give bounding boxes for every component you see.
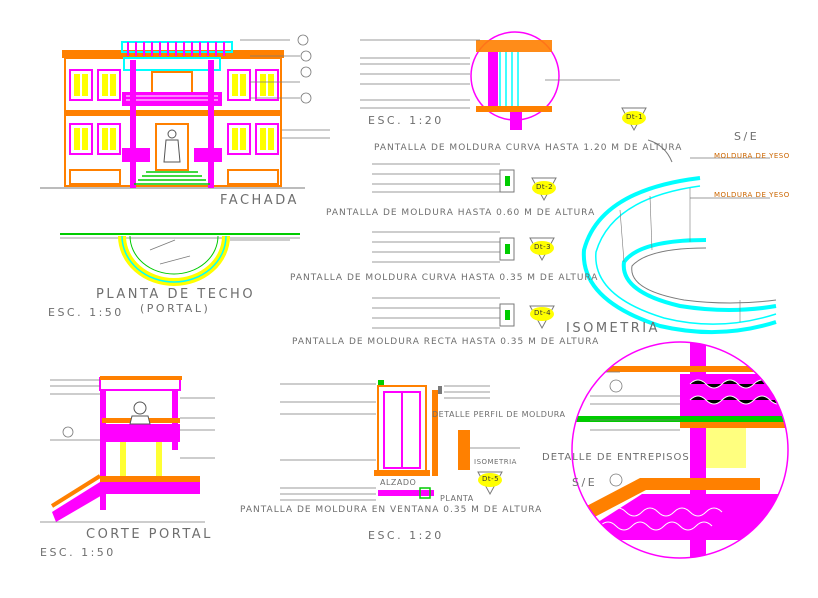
isometria-small-label: ISOMETRIA (474, 458, 517, 466)
scale-label: ESC. 1:20 (368, 529, 444, 542)
fachada-elevation (40, 34, 330, 189)
scale-label: ESC. 1:50 (48, 306, 124, 319)
detalle-perfil-label: DETALLE PERFIL DE MOLDURA (432, 410, 566, 419)
detail-tag-bubbles (478, 111, 646, 487)
detail-tag: Dt-3 (534, 243, 552, 251)
pantalla-label: PANTALLA DE MOLDURA HASTA 0.60 M DE ALTU… (326, 208, 596, 218)
scale-label: ESC. 1:20 (368, 114, 444, 127)
planta-techo-plan (60, 233, 300, 286)
detail-tag: Dt-4 (534, 309, 552, 317)
pantalla-label: PANTALLA DE MOLDURA RECTA HASTA 0.35 M D… (292, 337, 600, 347)
scale-note: S/E (572, 476, 598, 489)
isometric-moldura (581, 157, 777, 335)
scale-note: S/E (734, 130, 760, 143)
pantalla-label: PANTALLA DE MOLDURA CURVA HASTA 1.20 M D… (374, 143, 683, 153)
alzado-label: ALZADO (380, 478, 417, 487)
moldura-yeso-label: MOLDURA DE YESO (714, 191, 790, 199)
detalle-entrepisos-title: DETALLE DE ENTREPISOS (542, 452, 690, 463)
moldura-yeso-label: MOLDURA DE YESO (714, 152, 790, 160)
corte-portal-title: CORTE PORTAL (86, 527, 213, 542)
alzado-window (280, 380, 520, 501)
planta-label: PLANTA (440, 494, 474, 503)
planta-techo-title: PLANTA DE TECHO (96, 287, 256, 302)
isometria-title: ISOMETRIA (566, 321, 660, 336)
pantalla-details (372, 107, 673, 496)
pantalla-label: PANTALLA DE MOLDURA CURVA HASTA 0.35 M D… (290, 273, 599, 283)
detail-tag: Dt-2 (536, 183, 554, 191)
detail-tag: Dt-1 (626, 113, 644, 121)
moldura-detail-circle (360, 31, 620, 130)
pantalla-label: PANTALLA DE MOLDURA EN VENTANA 0.35 M DE… (240, 505, 543, 515)
detalle-entrepisos-circle (571, 341, 789, 559)
portal-subtitle: (PORTAL) (140, 302, 211, 315)
scale-label: ESC. 1:50 (40, 546, 116, 559)
corte-portal-section (40, 376, 215, 523)
detail-tag: Dt-5 (482, 475, 500, 483)
fachada-title: FACHADA (220, 193, 299, 208)
